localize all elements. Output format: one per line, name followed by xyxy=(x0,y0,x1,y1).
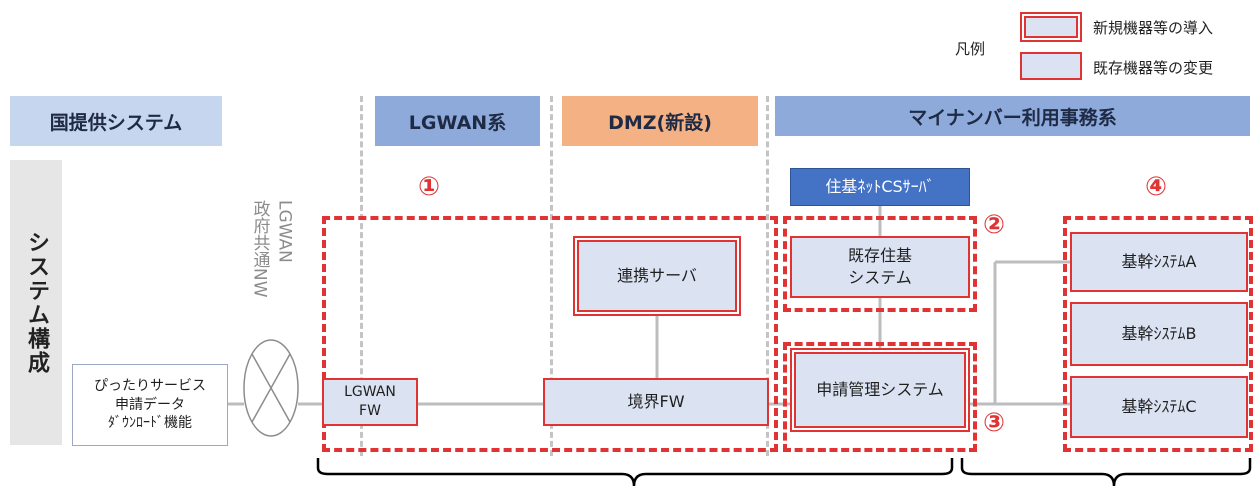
separator-line xyxy=(766,96,769,456)
number-2: ② xyxy=(983,210,1006,240)
network-label-line1: LGWAN xyxy=(274,200,295,263)
juki-cs-server-box: 住基ﾈｯﾄCSｻｰﾊﾞ xyxy=(790,168,970,206)
header-mynumber: マイナンバー利用事務系 xyxy=(775,96,1250,136)
legend-change-label: 既存機器等の変更 xyxy=(1093,59,1214,77)
legend-new-label: 新規機器等の導入 xyxy=(1093,19,1214,37)
group-1-outline xyxy=(322,216,778,452)
header-dmz: DMZ(新設) xyxy=(562,96,758,146)
kyokai-fw-box: 境界FW xyxy=(543,378,769,426)
kikan-system-c-box: 基幹ｼｽﾃﾑC xyxy=(1070,376,1248,438)
network-label-line2: 政府共通NW xyxy=(249,200,270,298)
legend-new-swatch xyxy=(1020,12,1082,42)
number-3: ③ xyxy=(983,408,1006,438)
group-2-outline xyxy=(783,216,977,312)
brace-right xyxy=(960,458,1252,487)
number-4: ④ xyxy=(1145,172,1168,202)
brace-left xyxy=(316,458,954,487)
separator-line xyxy=(550,96,553,456)
lgwan-fw-box: LGWAN FW xyxy=(322,378,418,426)
network-label: LGWAN 政府共通NW xyxy=(246,200,296,340)
kikan-system-a-box: 基幹ｼｽﾃﾑA xyxy=(1070,232,1248,292)
renkei-server-box: 連携サーバ xyxy=(573,236,741,316)
kikan-system-b-box: 基幹ｼｽﾃﾑB xyxy=(1070,302,1248,366)
pittari-service-box: ぴったりサービス 申請データ ﾀﾞｳﾝﾛｰﾄﾞ機能 xyxy=(72,364,228,446)
shinsei-kanri-system-box: 申請管理システム xyxy=(790,348,970,432)
header-lgwan: LGWAN系 xyxy=(375,96,540,146)
header-national: 国提供システム xyxy=(10,96,222,146)
group-4-outline xyxy=(1063,216,1253,452)
kison-juki-system-box: 既存住基 システム xyxy=(790,236,970,298)
legend-change-swatch xyxy=(1020,52,1082,80)
number-1: ① xyxy=(418,172,441,202)
network-cloud-icon xyxy=(243,339,299,437)
system-config-label: システム構成 xyxy=(10,160,62,445)
legend-title: 凡例 xyxy=(955,40,986,58)
separator-line xyxy=(360,96,363,456)
system-config-text: システム構成 xyxy=(24,230,49,375)
group-3-outline xyxy=(783,342,977,452)
